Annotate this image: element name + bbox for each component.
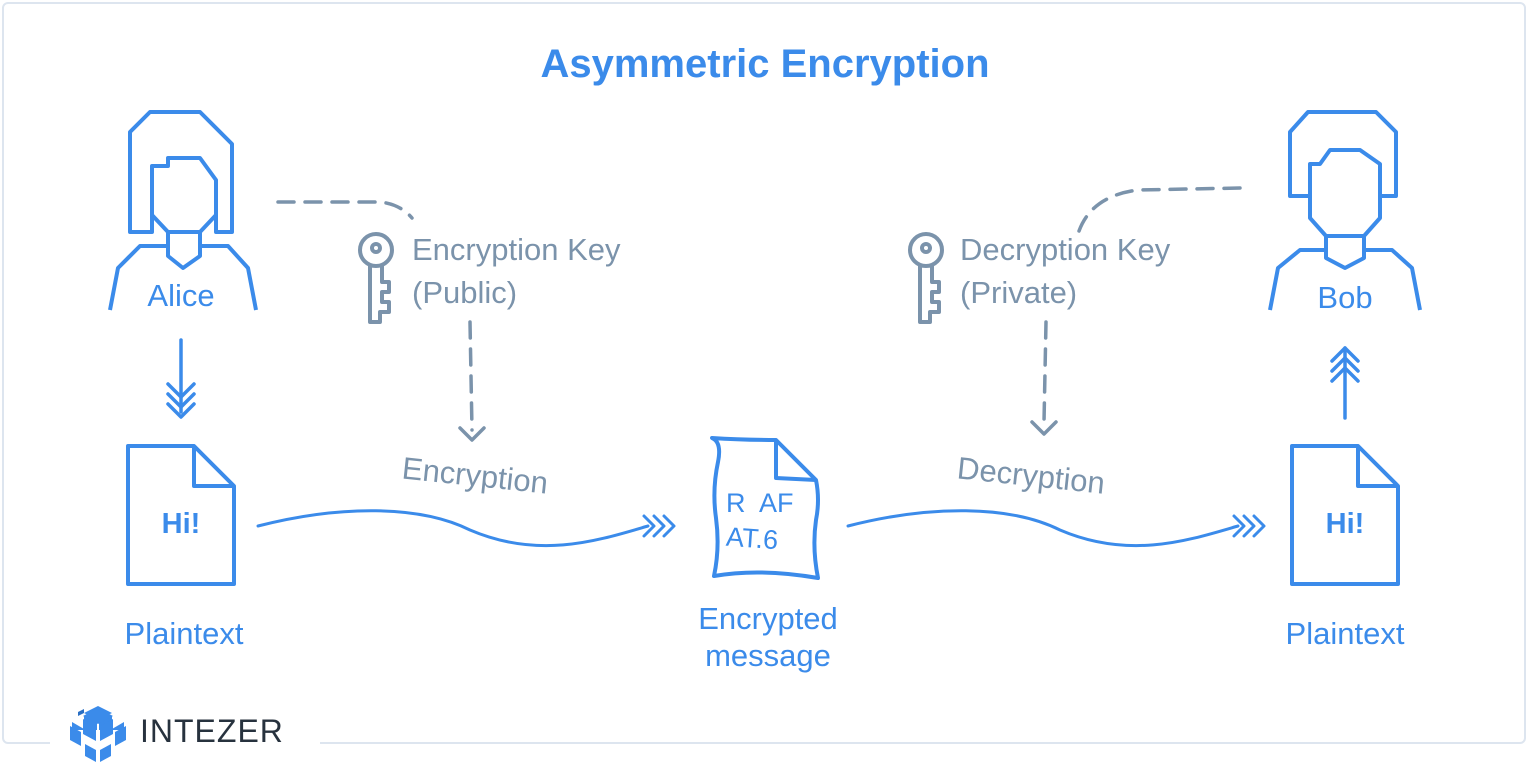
encrypted-message-label: Encrypted message bbox=[698, 600, 838, 674]
down-arrow-icon bbox=[166, 338, 196, 419]
up-arrow-icon bbox=[1330, 346, 1360, 420]
intezer-brand-name: INTEZER bbox=[140, 713, 284, 749]
left-document-text: Hi! bbox=[161, 508, 201, 540]
plaintext-document-icon-right bbox=[1290, 444, 1400, 586]
encryption-key-label: Encryption Key (Public) bbox=[412, 228, 621, 314]
encrypted-message-line-2: message bbox=[705, 638, 831, 673]
public-key-icon bbox=[358, 232, 394, 324]
public-key-arrowhead bbox=[458, 426, 486, 442]
private-key-connector bbox=[1042, 186, 1242, 424]
right-document-text: Hi! bbox=[1325, 508, 1365, 540]
encryption-key-type: (Public) bbox=[412, 275, 518, 310]
ciphertext-line-2: AT.6 bbox=[725, 522, 779, 556]
encryption-flow-arrow bbox=[256, 509, 676, 548]
diagram-frame bbox=[2, 2, 1526, 744]
private-key-icon bbox=[908, 232, 944, 324]
right-plaintext-label: Plaintext bbox=[1285, 616, 1405, 651]
decryption-key-label: Decryption Key (Private) bbox=[960, 228, 1170, 314]
encrypted-document-icon bbox=[710, 436, 820, 580]
bob-name: Bob bbox=[1317, 280, 1373, 315]
decryption-key-title: Decryption Key bbox=[960, 232, 1171, 267]
decryption-key-type: (Private) bbox=[960, 275, 1078, 310]
bob-person-icon bbox=[1268, 110, 1422, 311]
left-plaintext-label: Plaintext bbox=[124, 616, 244, 651]
plaintext-document-icon-left bbox=[126, 444, 236, 586]
private-key-arrowhead bbox=[1030, 420, 1058, 436]
alice-person-icon bbox=[108, 110, 258, 311]
decryption-flow-arrow bbox=[846, 509, 1266, 548]
encrypted-message-line-1: Encrypted bbox=[698, 601, 838, 636]
intezer-cube-icon bbox=[70, 708, 126, 762]
diagram-title: Asymmetric Encryption bbox=[540, 42, 990, 86]
public-key-connector bbox=[276, 200, 474, 432]
alice-name: Alice bbox=[147, 278, 215, 313]
encryption-key-title: Encryption Key bbox=[412, 232, 621, 267]
ciphertext-line-1: R AF bbox=[726, 488, 794, 518]
